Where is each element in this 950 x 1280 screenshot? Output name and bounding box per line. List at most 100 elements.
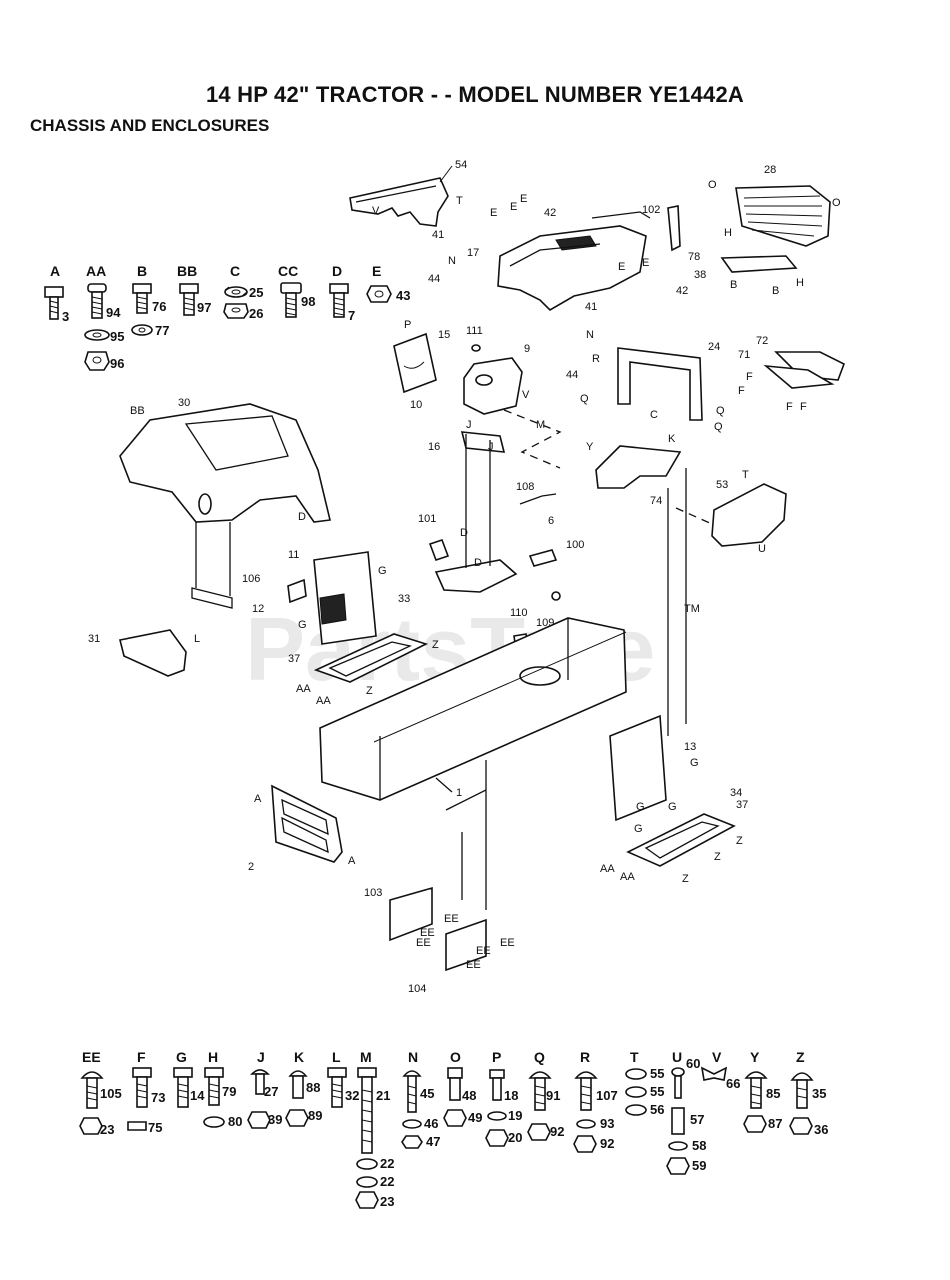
nut-icon <box>743 1115 767 1133</box>
callout-2: 2 <box>248 861 254 873</box>
callout-102: 102 <box>642 204 660 216</box>
clip-part <box>528 549 558 567</box>
part-number: 57 <box>690 1112 704 1127</box>
part-number: 43 <box>396 288 410 303</box>
bolt-icon <box>173 1067 193 1108</box>
hardware-letter-p: P <box>492 1049 501 1065</box>
tag-z: Z <box>714 851 721 863</box>
lock-washer-icon <box>224 286 248 298</box>
part-number: 89 <box>308 1108 322 1123</box>
callout-34: 34 <box>730 787 742 799</box>
part-number: 58 <box>692 1138 706 1153</box>
callout-41: 41 <box>585 301 597 313</box>
tag-n: N <box>586 329 594 341</box>
tag-q: Q <box>580 393 589 405</box>
callout-38: 38 <box>694 269 706 281</box>
tag-y: Y <box>586 441 594 453</box>
hardware-letter-y: Y <box>750 1049 760 1065</box>
part-number: 96 <box>110 356 124 371</box>
seat-mount-part <box>434 434 518 593</box>
part-number: 60 <box>686 1056 700 1071</box>
tag-v: V <box>372 205 380 217</box>
callout-42: 42 <box>544 207 556 219</box>
part-number: 93 <box>600 1116 614 1131</box>
nut-icon <box>79 1117 103 1135</box>
top-hardware-row: A 3 AA 94 95 96 B 7 <box>44 263 410 371</box>
part-number: 105 <box>100 1086 122 1101</box>
tag-q: Q <box>716 405 725 417</box>
part-number: 46 <box>424 1116 438 1131</box>
long-bolt-icon <box>357 1067 377 1154</box>
callout-13: 13 <box>684 741 696 753</box>
footrest-left-part <box>313 633 429 683</box>
grille-support-part <box>720 255 798 273</box>
front-bracket-part <box>595 445 682 489</box>
hardware-letter-g: G <box>176 1049 187 1065</box>
plate-part <box>393 332 437 394</box>
bolt-icon <box>132 1067 152 1108</box>
tag-e: E <box>490 207 497 219</box>
callout-111: 111 <box>466 325 483 337</box>
hardware-letter-n: N <box>408 1049 418 1065</box>
tag-b: B <box>772 285 779 297</box>
cable-part <box>519 493 557 505</box>
nut-icon <box>366 285 392 303</box>
part-number: 92 <box>550 1124 564 1139</box>
tag-f: F <box>738 385 745 397</box>
nut-icon <box>355 1191 379 1209</box>
headlight-bracket-part <box>763 364 835 389</box>
callout-44: 44 <box>428 273 440 285</box>
part-number: 91 <box>546 1088 560 1103</box>
bolt-icon <box>489 1069 505 1101</box>
part-number: 85 <box>766 1086 780 1101</box>
part-number: 32 <box>345 1088 359 1103</box>
carriage-bolt-icon <box>288 1070 308 1099</box>
part-number: 7 <box>348 308 355 323</box>
tag-a: A <box>254 793 262 805</box>
callout-44: 44 <box>566 369 578 381</box>
callout-101: 101 <box>418 513 436 525</box>
tag-f: F <box>746 371 753 383</box>
part-number: 22 <box>380 1156 394 1171</box>
callout-17: 17 <box>467 247 479 259</box>
hardware-letter-v: V <box>712 1049 722 1065</box>
part-number: 23 <box>100 1122 114 1137</box>
part-number: 79 <box>222 1084 236 1099</box>
tag-t: T <box>742 469 749 481</box>
tag-e: E <box>510 201 517 213</box>
washer-icon <box>84 329 110 341</box>
part-number: 66 <box>726 1076 740 1091</box>
part-number: 55 <box>650 1066 664 1081</box>
callout-103: 103 <box>364 887 382 899</box>
tag-g: G <box>298 619 307 631</box>
tag-z: Z <box>682 873 689 885</box>
hardware-letter-r: R <box>580 1049 590 1065</box>
nut-icon <box>573 1135 597 1153</box>
washer-icon <box>487 1111 507 1121</box>
stud-icon <box>447 1067 463 1101</box>
washer-icon <box>576 1119 596 1129</box>
tag-r: R <box>592 353 600 365</box>
callout-9: 9 <box>524 343 530 355</box>
tag-f: F <box>800 401 807 413</box>
part-number: 87 <box>768 1116 782 1131</box>
hardware-letter-z: Z <box>796 1049 805 1065</box>
side-panel-part <box>313 551 377 645</box>
wing-nut-icon <box>700 1066 728 1081</box>
callout-100: 100 <box>566 539 584 551</box>
bolt-icon <box>329 283 349 318</box>
tag-d: D <box>460 527 468 539</box>
part-number: 27 <box>264 1084 278 1099</box>
rear-bracket-part <box>119 629 187 677</box>
trademark-mark: TM <box>684 603 700 615</box>
grille-part <box>735 185 831 247</box>
callout-11: 11 <box>288 549 299 561</box>
part-number: 59 <box>692 1158 706 1173</box>
hardware-letter-l: L <box>332 1049 341 1065</box>
callout-53: 53 <box>716 479 728 491</box>
tag-k: K <box>668 433 676 445</box>
tag-n: N <box>448 255 456 267</box>
bolt-icon <box>132 283 152 314</box>
switch-part <box>428 538 450 562</box>
bumper-part <box>711 483 787 547</box>
